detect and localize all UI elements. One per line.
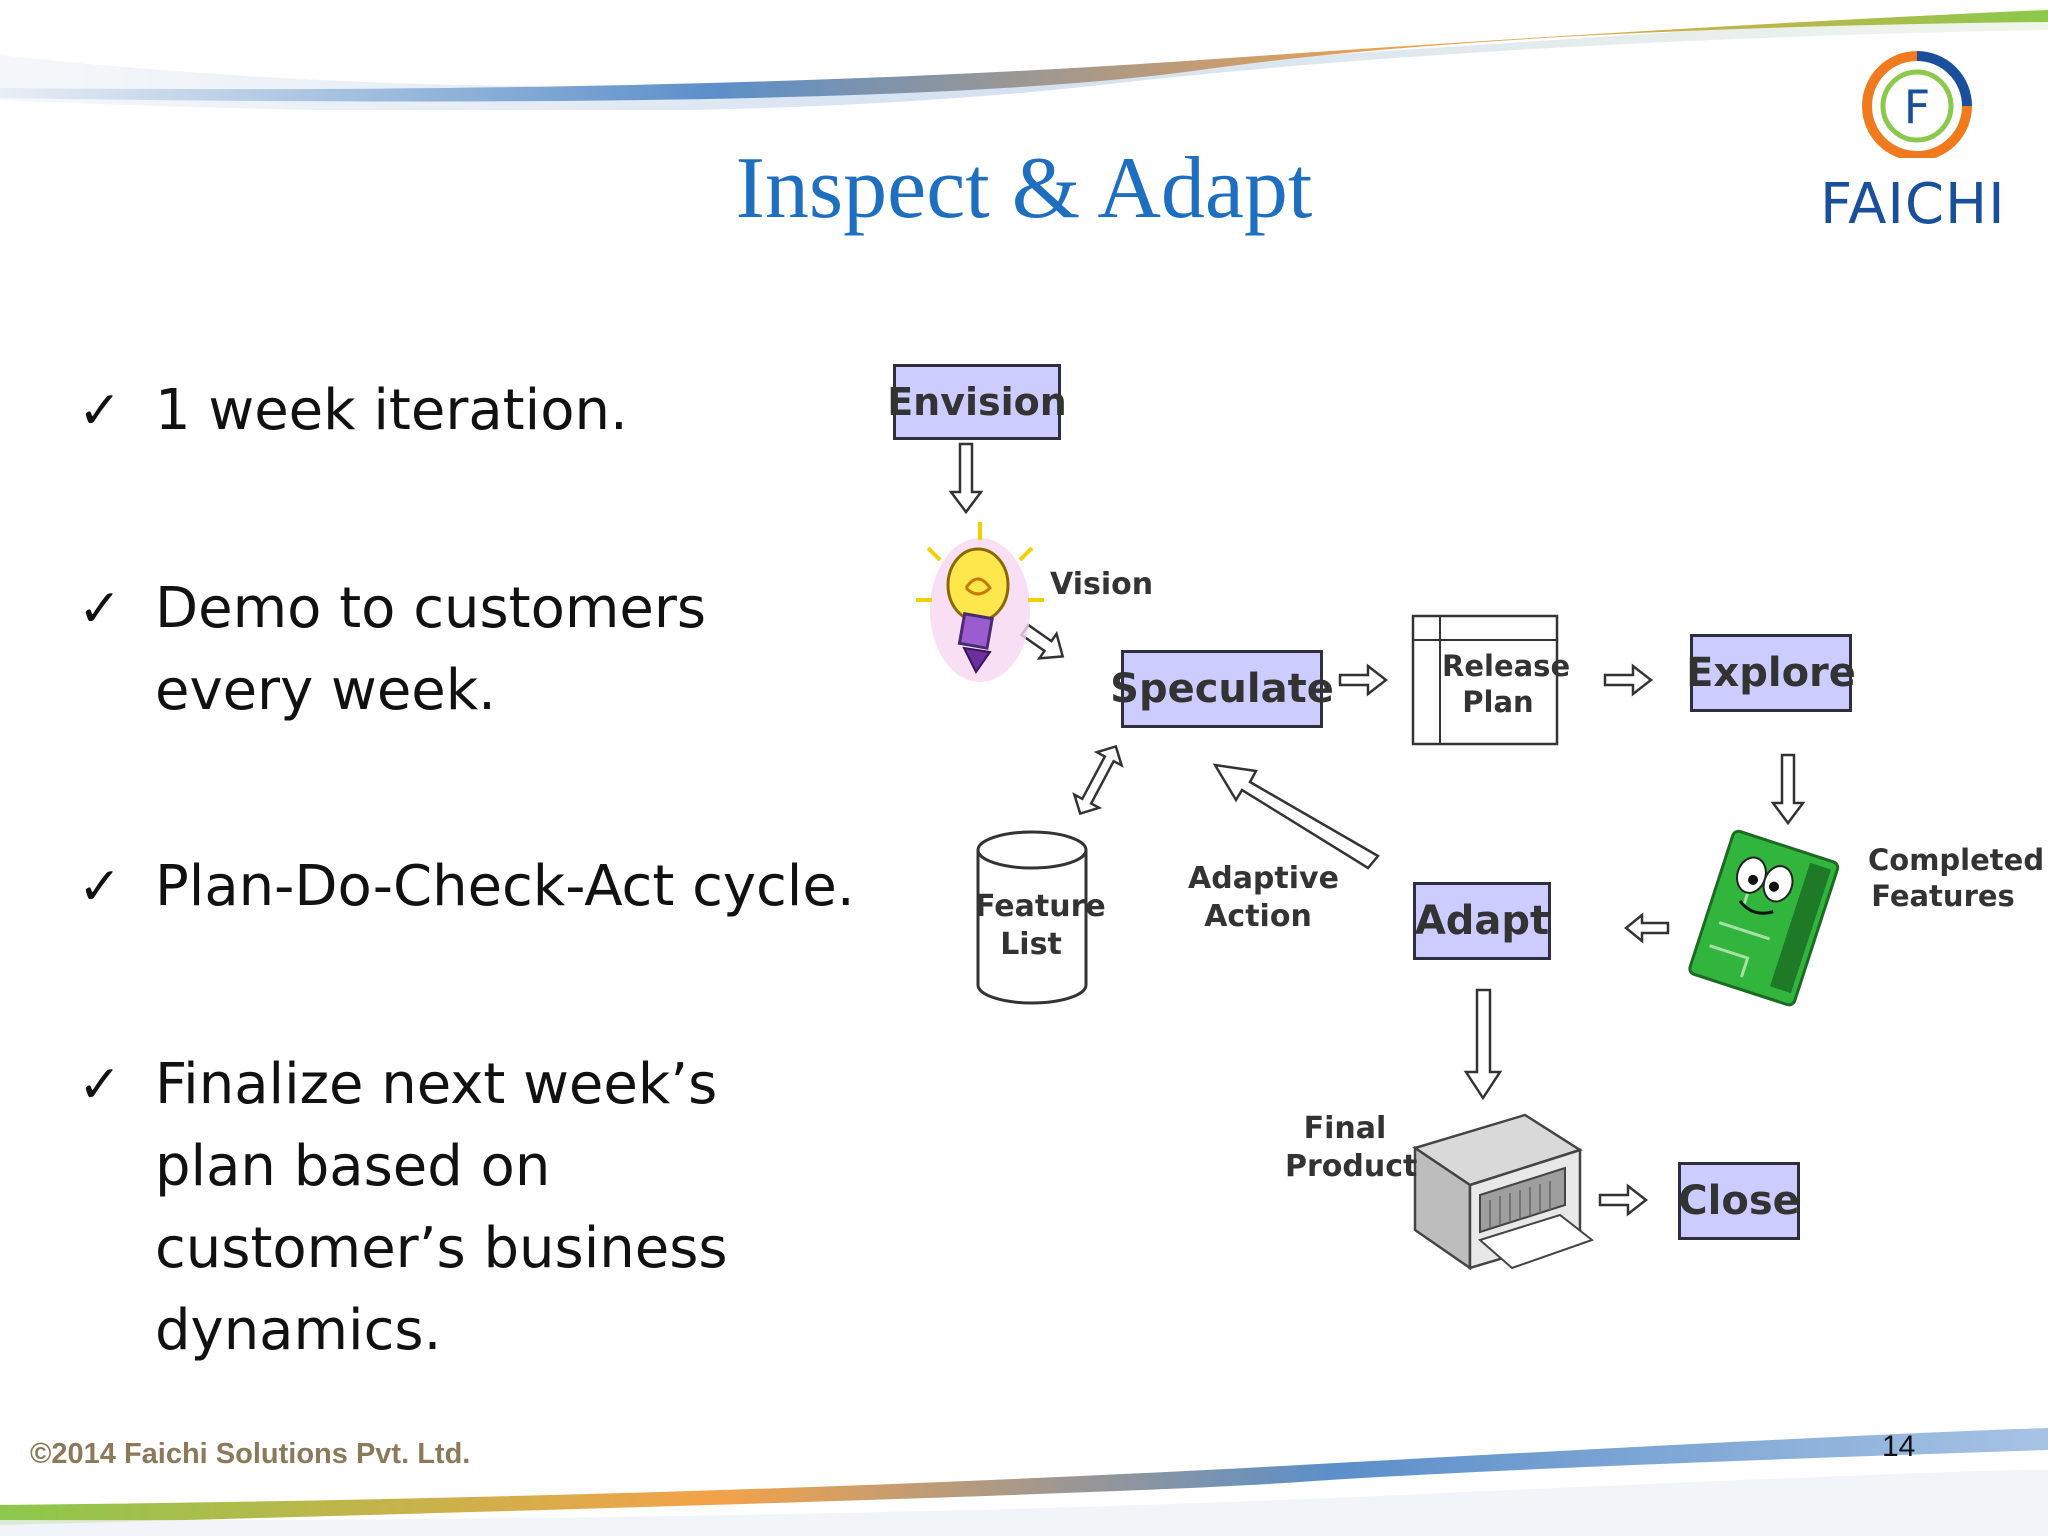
arrow-final-to-close [1598,1184,1648,1216]
completed-features-label: Completed Features [1868,843,2045,914]
arrow-adaptive-action [1212,763,1380,870]
speculate-box: Speculate [1110,650,1334,728]
bullet-item: ✓ Plan-Do-Check-Act cycle. [78,846,878,928]
footer-copyright: ©2014 Faichi Solutions Pvt. Ltd. [30,1438,471,1470]
release-plan-label: Release Plan [1442,649,1571,720]
circuit-board-character-icon [1688,829,1840,1007]
release-plan-document [1411,614,1559,746]
adapt-box: Adapt [1413,882,1551,960]
bottom-swoosh-decoration [0,1428,2048,1536]
arrow-featurelist-speculate [1072,744,1124,816]
final-product-label: Final Product [1285,1111,1418,1184]
checkmark-icon: ✓ [78,1055,122,1115]
faichi-logo-icon: F [1862,51,1972,158]
logo-wordmark: FAICHI [1820,172,2006,237]
adaptive-action-label: Adaptive Action [1188,861,1339,934]
arrow-release-to-explore [1603,664,1653,696]
envision-box: Envision [887,364,1067,440]
close-box: Close [1678,1162,1800,1240]
arrow-speculate-to-release [1338,664,1388,696]
arrow-explore-down [1771,753,1805,825]
checkmark-icon: ✓ [78,857,122,917]
vision-label: Vision [1050,567,1154,602]
arrow-envision-to-vision [949,442,983,514]
bullet-text: Finalize next week’s plan based on custo… [155,1052,728,1363]
lightbulb-icon [916,522,1044,682]
bullet-item: ✓ Demo to customers every week. [78,568,878,732]
checkmark-icon: ✓ [78,579,122,639]
feature-list-database-icon [976,830,1088,1005]
printer-icon [1412,1113,1595,1271]
top-swoosh-decoration [0,8,2048,110]
logo-letter: F [1904,80,1930,134]
arrow-completed-to-adapt [1624,912,1670,944]
bullet-text: 1 week iteration. [155,378,628,443]
bullet-text: Plan-Do-Check-Act cycle. [155,854,855,919]
bullet-item: ✓ Finalize next week’s plan based on cus… [78,1044,878,1372]
explore-box: Explore [1686,634,1856,712]
page-number: 14 [1882,1430,1916,1463]
arrow-adapt-to-final [1463,988,1503,1101]
checkmark-icon: ✓ [78,381,122,441]
bullet-text: Demo to customers every week. [155,576,707,723]
feature-list-label: Feature List [975,889,1106,962]
slide-title: Inspect & Adapt [735,140,1313,237]
bullet-item: ✓ 1 week iteration. [78,370,878,452]
